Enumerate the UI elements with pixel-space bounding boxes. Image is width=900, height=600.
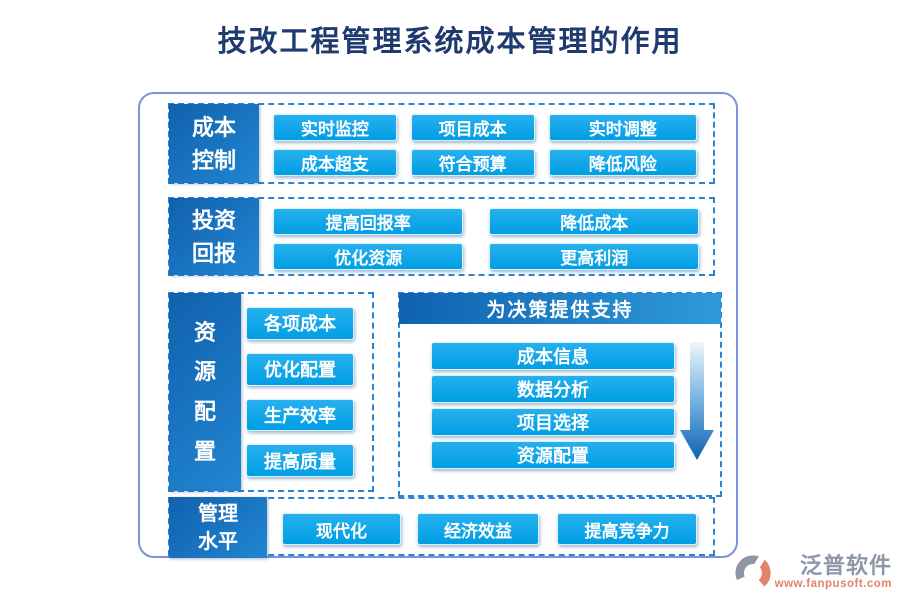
section-label-text: 成本控制 — [191, 114, 236, 173]
section-label-text: 资源配置 — [193, 319, 216, 464]
diagram-node: 更高利润 — [489, 243, 699, 270]
diagram-node: 数据分析 — [431, 375, 675, 403]
section-cost-control: 成本控制 实时监控 项目成本 实时调整 成本超支 符合预算 降低风险 — [168, 103, 715, 184]
diagram-node: 提高竞争力 — [557, 513, 697, 545]
diagram-node: 生产效率 — [246, 398, 354, 432]
diagram-node: 优化配置 — [246, 352, 354, 386]
diagram-node: 资源配置 — [431, 441, 675, 469]
decision-support-title: 为决策提供支持 — [486, 300, 634, 321]
management-level-items: 现代化 经济效益 提高竞争力 — [282, 513, 699, 545]
section-label-text: 管理水平 — [198, 502, 238, 553]
diagram-node: 降低成本 — [489, 208, 699, 235]
diagram-node: 提高回报率 — [273, 208, 464, 235]
section-management-level: 管理水平 现代化 经济效益 提高竞争力 — [168, 497, 715, 558]
section-resource-allocation-label: 资源配置 — [169, 293, 241, 491]
decision-support-header: 为决策提供支持 — [399, 293, 721, 324]
brand-url: www.fanpusoft.com — [774, 578, 892, 591]
section-label-text: 投资回报 — [191, 207, 236, 266]
brand-name: 泛普软件 — [799, 553, 892, 578]
decision-support-items: 成本信息 数据分析 项目选择 资源配置 — [431, 342, 675, 469]
diagram-node: 项目成本 — [410, 114, 535, 141]
diagram-node: 实时监控 — [273, 114, 397, 141]
diagram-node: 经济效益 — [417, 513, 539, 545]
diagram-node: 各项成本 — [246, 307, 354, 340]
investment-return-items: 提高回报率 降低成本 优化资源 更高利润 — [273, 208, 699, 270]
diagram-node: 成本信息 — [431, 342, 675, 370]
diagram-frame — [138, 92, 738, 558]
diagram-node: 实时调整 — [548, 114, 697, 141]
section-cost-control-label: 成本控制 — [169, 104, 259, 183]
diagram-node: 优化资源 — [273, 243, 464, 270]
resource-allocation-items: 各项成本 优化配置 生产效率 提高质量 — [246, 307, 354, 477]
section-decision-support: 为决策提供支持 成本信息 数据分析 项目选择 资源配置 — [398, 292, 722, 497]
page-title: 技改工程管理系统成本管理的作用 — [217, 26, 683, 58]
fanpu-logo-icon — [735, 554, 771, 591]
section-resource-allocation: 资源配置 各项成本 优化配置 生产效率 提高质量 — [168, 292, 374, 492]
section-investment-return: 投资回报 提高回报率 降低成本 优化资源 更高利润 — [168, 197, 715, 276]
diagram-node: 项目选择 — [431, 408, 675, 436]
diagram-node: 提高质量 — [246, 444, 354, 477]
diagram-node: 降低风险 — [548, 149, 697, 176]
section-management-level-label: 管理水平 — [169, 497, 267, 558]
diagram-node: 符合预算 — [410, 149, 535, 176]
diagram-node: 现代化 — [282, 513, 401, 545]
cost-control-items: 实时监控 项目成本 实时调整 成本超支 符合预算 降低风险 — [273, 114, 697, 176]
diagram-node: 成本超支 — [273, 149, 397, 176]
brand-footer: 泛普软件 www.fanpusoft.com — [734, 553, 892, 592]
down-arrow-icon — [680, 342, 714, 460]
brand-text: 泛普软件 www.fanpusoft.com — [774, 553, 892, 591]
section-investment-return-label: 投资回报 — [169, 198, 259, 275]
